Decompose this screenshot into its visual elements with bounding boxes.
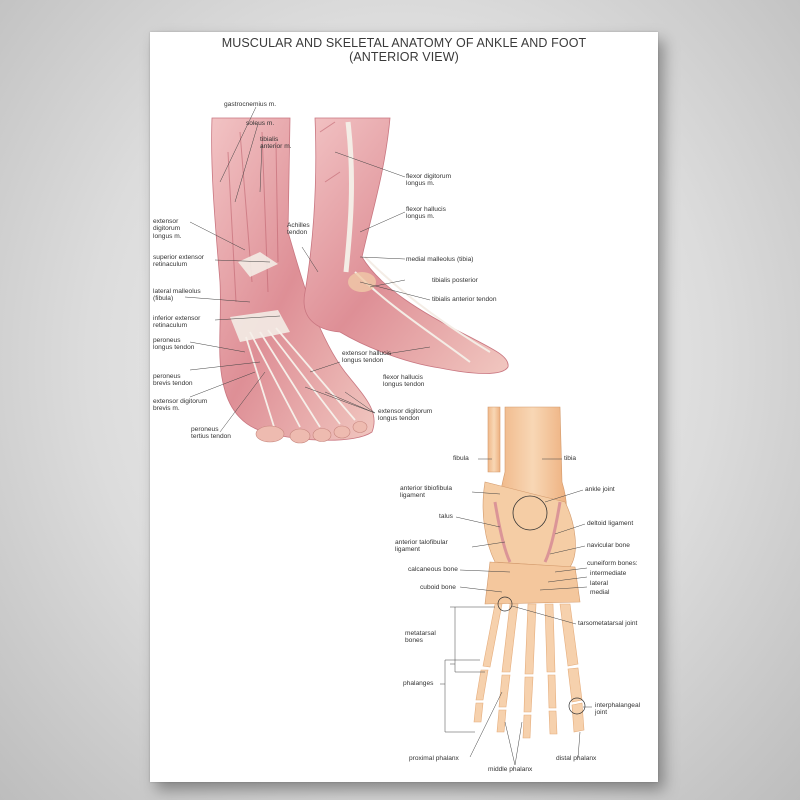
label-lateral-malleolus: lateral malleolus (fibula) bbox=[153, 288, 201, 303]
label-tibialis-posterior: tibialis posterior bbox=[432, 277, 478, 284]
label-fibula: fibula bbox=[453, 455, 469, 462]
label-tarsometatarsal-joint: tarsometatarsal joint bbox=[578, 620, 638, 627]
label-metatarsal-bones: metatarsal bones bbox=[405, 630, 436, 645]
label-middle-phalanx: middle phalanx bbox=[488, 766, 533, 773]
label-intermediate: intermediate bbox=[590, 570, 627, 577]
skeletal-foot bbox=[473, 406, 586, 739]
label-extensor-digitorum-longus-tendon: extensor digitorum longus tendon bbox=[378, 408, 433, 423]
label-phalanges: phalanges bbox=[403, 680, 434, 687]
label-achilles-tendon: Achilles tendon bbox=[287, 222, 310, 237]
anatomy-illustration bbox=[184, 106, 592, 766]
interphalangeal-joint-circle bbox=[568, 697, 586, 715]
muscular-foot-medial bbox=[303, 117, 509, 374]
title-line-2: (ANTERIOR VIEW) bbox=[349, 50, 459, 64]
label-peroneus-longus-tendon: peroneus longus tendon bbox=[153, 337, 195, 352]
label-proximal-phalanx: proximal phalanx bbox=[409, 755, 459, 762]
label-deltoid-ligament: deltoid ligament bbox=[587, 520, 634, 527]
title-line-1: MUSCULAR AND SKELETAL ANATOMY OF ANKLE A… bbox=[221, 36, 587, 50]
label-flexor-hallucis-longus-tendon: flexor hallucis longus tendon bbox=[383, 374, 425, 389]
label-distal-phalanx: distal phalanx bbox=[556, 755, 597, 762]
label-calcaneous-bone: calcaneous bone bbox=[408, 566, 458, 573]
label-talus: talus bbox=[439, 513, 453, 520]
label-peroneus-tertius-tendon: peroneus tertius tendon bbox=[191, 426, 231, 441]
label-cuneiform-bones: cuneiform bones: bbox=[587, 560, 638, 567]
label-peroneus-brevis-tendon: peroneus brevis tendon bbox=[153, 373, 193, 388]
label-flexor-digitorum-longus: flexor digitorum longus m. bbox=[406, 173, 452, 188]
ankle-joint-circle bbox=[512, 495, 548, 531]
label-extensor-hallucis-longus-tendon: extensor hallucis longus tendon bbox=[342, 350, 392, 365]
label-navicular-bone: navicular bone bbox=[587, 542, 630, 549]
label-medial: medial bbox=[590, 589, 610, 596]
label-gastrocnemius: gastrocnemius m. bbox=[224, 101, 277, 108]
label-tibialis-anterior: tibialis anterior m. bbox=[260, 136, 292, 151]
label-extensor-digitorum-brevis: extensor digitorum brevis m. bbox=[153, 398, 208, 413]
label-lateral: lateral bbox=[590, 580, 608, 587]
label-flexor-hallucis-longus: flexor hallucis longus m. bbox=[406, 206, 446, 221]
leader-lines bbox=[184, 106, 592, 766]
label-inferior-extensor-retinaculum: inferior extensor retinaculum bbox=[153, 315, 201, 330]
label-tibia: tibia bbox=[564, 455, 577, 462]
anatomy-poster: MUSCULAR AND SKELETAL ANATOMY OF ANKLE A… bbox=[150, 32, 658, 782]
label-anterior-talofibular-ligament: anterior talofibular ligament bbox=[395, 539, 448, 554]
tarsometatarsal-joint-circle bbox=[497, 596, 513, 612]
label-soleus: soleus m. bbox=[246, 120, 275, 127]
label-ankle-joint: ankle joint bbox=[585, 486, 615, 493]
label-anterior-tibiofibular-ligament: anterior tibiofibula ligament bbox=[400, 485, 453, 500]
muscular-foot-anterior bbox=[211, 117, 375, 444]
label-tibialis-anterior-tendon: tibialis anterior tendon bbox=[432, 296, 497, 303]
label-superior-extensor-retinaculum: superior extensor retinaculum bbox=[153, 254, 204, 269]
label-cuboid-bone: cuboid bone bbox=[420, 584, 456, 591]
label-extensor-digitorum-longus: extensor digitorum longus m. bbox=[153, 218, 182, 240]
label-interphalangeal-joint: interphalangeal joint bbox=[595, 702, 641, 717]
label-medial-malleolus: medial malleolus (tibia) bbox=[406, 256, 474, 263]
poster-title: MUSCULAR AND SKELETAL ANATOMY OF ANKLE A… bbox=[150, 36, 658, 64]
